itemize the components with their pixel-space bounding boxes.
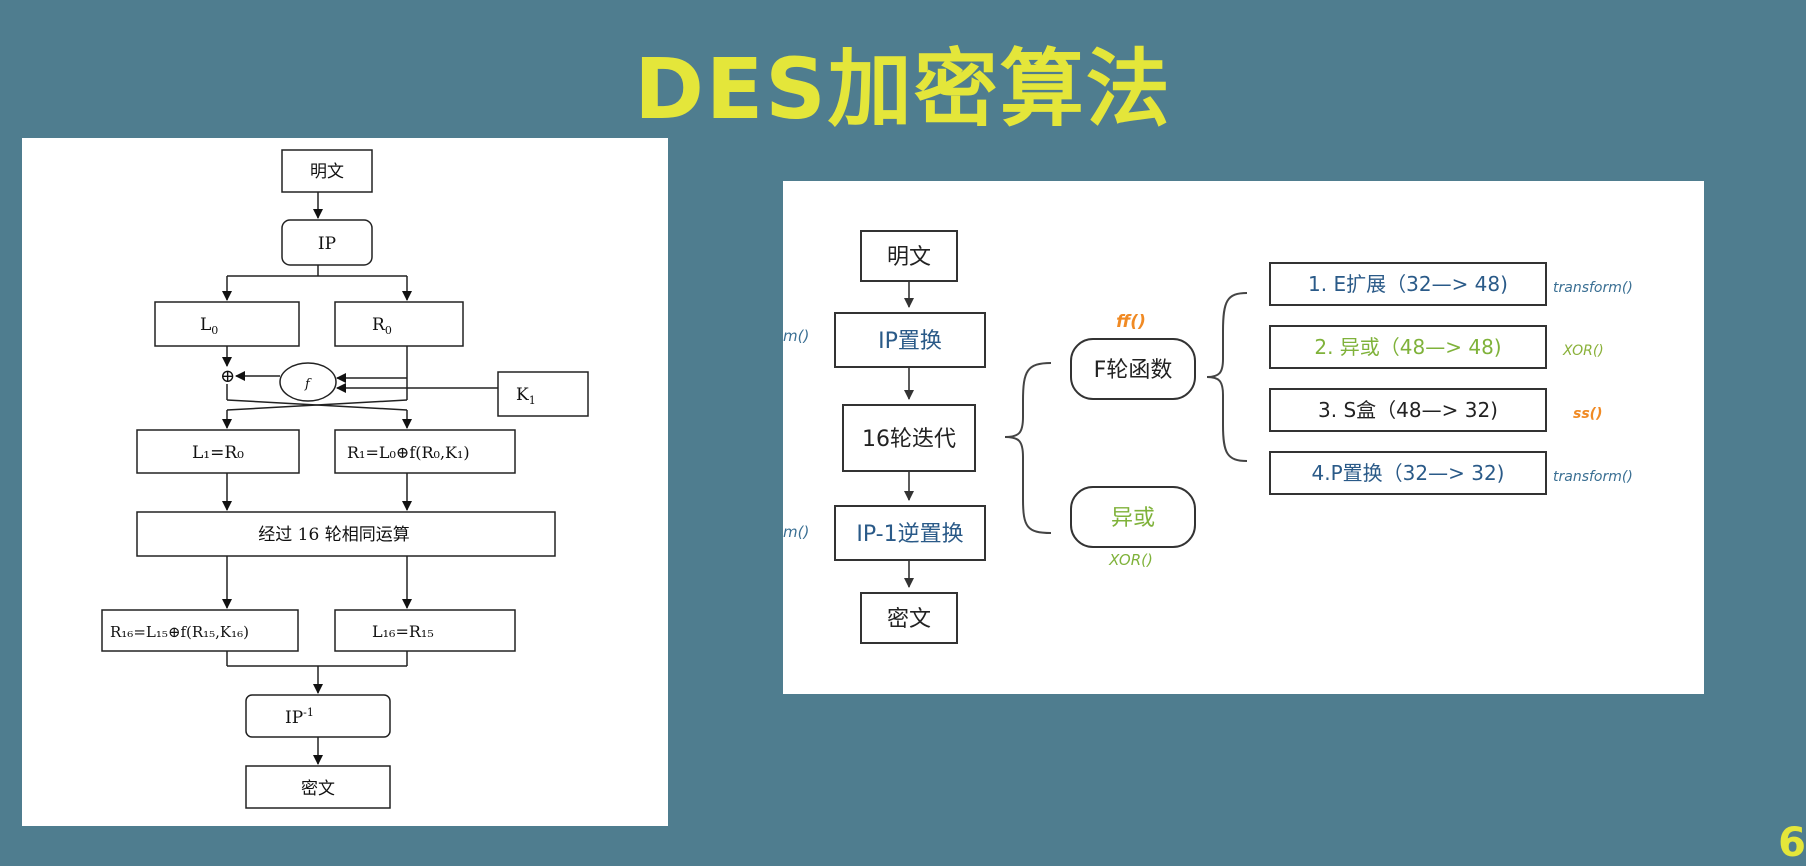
l0-box — [154, 301, 300, 347]
ciphertext-label: 密文 — [301, 779, 335, 799]
rt-ciphertext-label: 密文 — [887, 607, 931, 632]
rt-f-function-box — [1070, 338, 1196, 400]
rt-f-function-label: F轮函数 — [1094, 358, 1173, 383]
l0-label: L0 — [200, 315, 218, 337]
rt-ciphertext-box — [860, 592, 958, 644]
left-flowchart-panel: 明文 IP L0 R0 ⊕ f K1 L₁=R₀ R₁=L₀⊕f(R₀,K₁) … — [22, 138, 668, 826]
rt-plaintext-label: 明文 — [887, 245, 931, 270]
f-function-code: ff() — [1116, 312, 1146, 332]
f-function-node — [279, 362, 337, 402]
r0-label: R0 — [372, 315, 392, 337]
rounds-brace — [1004, 362, 1052, 534]
slide-title: DES加密算法 — [634, 40, 1172, 138]
rt-plaintext-box — [860, 230, 958, 282]
k1-label: K1 — [516, 385, 536, 407]
rt-ip-label: IP置换 — [878, 329, 942, 354]
step-box-3 — [1269, 388, 1547, 432]
rounds-label: 经过 16 轮相同运算 — [258, 525, 409, 545]
step-label-1: 1. E扩展（32—> 48) — [1308, 272, 1508, 296]
l1-box — [136, 429, 300, 474]
step-label-2: 2. 异或（48—> 48) — [1314, 335, 1501, 359]
step-code-4: transform() — [1553, 469, 1633, 485]
ip-inverse-label: IP-1 — [285, 706, 314, 728]
step-code-1: transform() — [1553, 280, 1633, 296]
step-box-4 — [1269, 451, 1547, 495]
left-flowchart: 明文 IP L0 R0 ⊕ f K1 L₁=R₀ R₁=L₀⊕f(R₀,K₁) … — [101, 149, 589, 809]
rt-ip-inverse-label: IP-1逆置换 — [856, 522, 963, 547]
rt-ip-inverse-box — [834, 505, 986, 561]
r1-box — [334, 429, 516, 474]
rt-rounds-label: 16轮迭代 — [862, 427, 956, 452]
step-label-4: 4.P置换（32—> 32) — [1312, 461, 1505, 485]
xor-code: XOR() — [1108, 551, 1153, 569]
f-function-brace — [1206, 292, 1248, 462]
k1-box — [497, 371, 589, 417]
plaintext-label: 明文 — [310, 162, 344, 182]
r0-box — [334, 301, 464, 347]
page-number: 6 — [1778, 820, 1806, 866]
l16-label: L₁₆=R₁₅ — [372, 622, 434, 641]
r1-label: R₁=L₀⊕f(R₀,K₁) — [347, 443, 470, 462]
r16-label: R₁₆=L₁₅⊕f(R₁₅,K₁₆) — [110, 623, 249, 641]
f-label: f — [304, 377, 312, 392]
ip-box — [281, 219, 373, 266]
step-box-1 — [1269, 262, 1547, 306]
right-flowchart: 明文 IP置换 16轮迭代 IP-1逆置换 密文 m() m() F轮函数 异或… — [783, 230, 1633, 644]
step-box-2 — [1269, 325, 1547, 369]
rt-rounds-box — [842, 404, 976, 472]
r16-box — [101, 609, 299, 652]
l16-box — [334, 609, 516, 652]
ciphertext-box — [245, 765, 391, 809]
step-code-2: XOR() — [1562, 343, 1604, 359]
step-label-3: 3. S盒（48—> 32) — [1318, 398, 1498, 422]
xor-symbol: ⊕ — [220, 366, 235, 387]
left-code-fragment-1: m() — [783, 327, 809, 345]
right-flowchart-panel: 明文 IP置换 16轮迭代 IP-1逆置换 密文 m() m() F轮函数 异或… — [783, 181, 1704, 694]
step-code-3: ss() — [1573, 406, 1602, 422]
plaintext-box — [281, 149, 373, 193]
ip-label: IP — [318, 234, 336, 254]
left-code-fragment-2: m() — [783, 523, 809, 541]
rt-xor-label: 异或 — [1111, 506, 1155, 531]
rounds-box — [136, 511, 556, 557]
l1-label: L₁=R₀ — [192, 443, 244, 463]
ip-inverse-box — [245, 694, 391, 738]
rt-ip-box — [834, 312, 986, 368]
rt-xor-box — [1070, 486, 1196, 548]
